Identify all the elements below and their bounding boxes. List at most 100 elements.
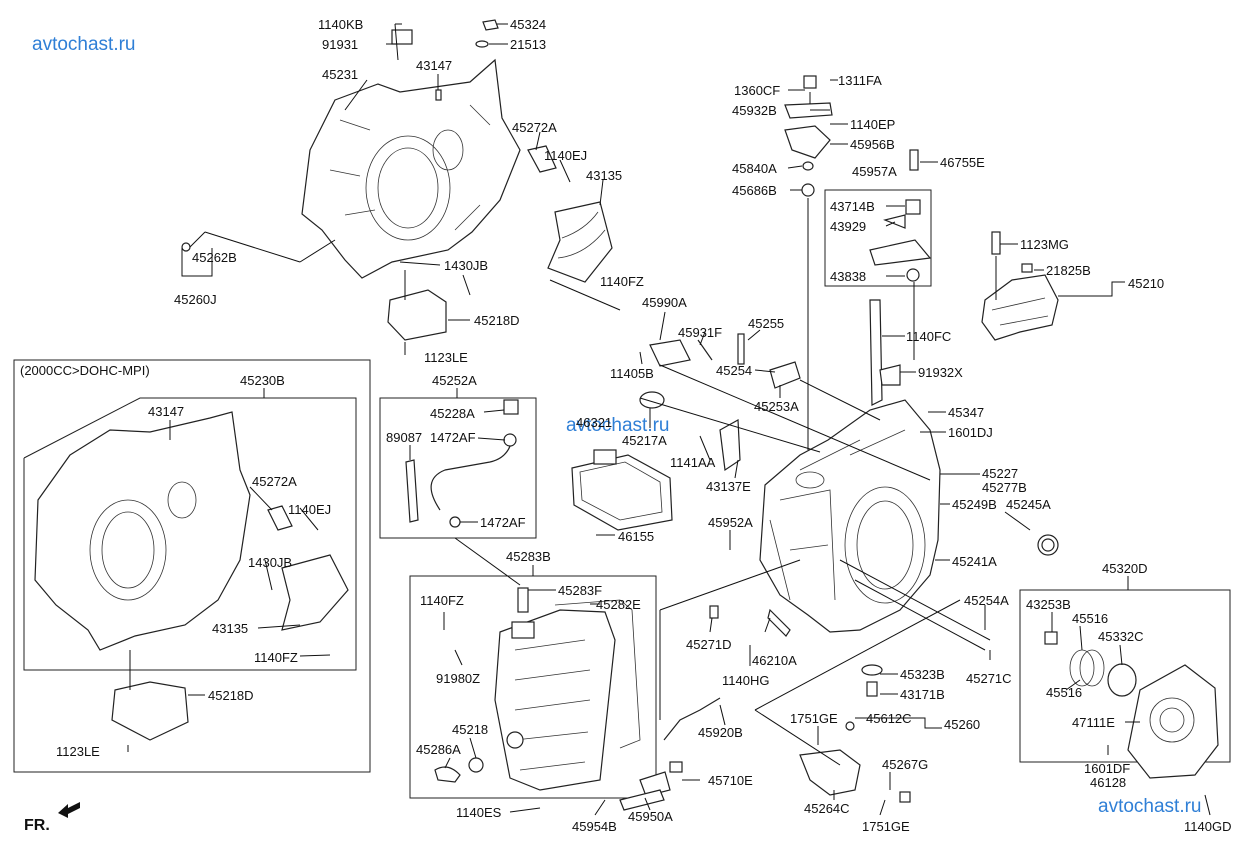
part-label[interactable]: 21513 bbox=[510, 37, 546, 52]
part-label[interactable]: 43135 bbox=[586, 168, 622, 183]
part-label[interactable]: 45255 bbox=[748, 316, 784, 331]
part-label[interactable]: 21825B bbox=[1046, 263, 1091, 278]
part-label[interactable]: 45252A bbox=[432, 373, 477, 388]
part-label[interactable]: 45952A bbox=[708, 515, 753, 530]
part-label[interactable]: 43147 bbox=[148, 404, 184, 419]
part-label[interactable]: 1472AF bbox=[430, 430, 476, 445]
part-label[interactable]: 1751GE bbox=[862, 819, 910, 834]
part-label[interactable]: 45950A bbox=[628, 809, 673, 824]
part-label[interactable]: 1140FZ bbox=[600, 274, 644, 289]
part-label[interactable]: 1430JB bbox=[248, 555, 292, 570]
part-label[interactable]: 43253B bbox=[1026, 597, 1071, 612]
part-label[interactable]: 45227 bbox=[982, 466, 1018, 481]
part-label[interactable]: 46128 bbox=[1090, 775, 1126, 790]
part-label[interactable]: 45283F bbox=[558, 583, 602, 598]
part-label[interactable]: 1751GE bbox=[790, 711, 838, 726]
watermark-center: avtochast.ru bbox=[566, 415, 670, 436]
part-label[interactable]: 45245A bbox=[1006, 497, 1051, 512]
part-label[interactable]: 45686B bbox=[732, 183, 777, 198]
part-label[interactable]: 91932X bbox=[918, 365, 963, 380]
part-label[interactable]: 91980Z bbox=[436, 671, 480, 686]
part-label[interactable]: 43147 bbox=[416, 58, 452, 73]
part-label[interactable]: 45218D bbox=[208, 688, 254, 703]
part-label[interactable]: 45516 bbox=[1046, 685, 1082, 700]
part-label[interactable]: 45920B bbox=[698, 725, 743, 740]
part-label[interactable]: 45249B bbox=[952, 497, 997, 512]
part-label[interactable]: 1123LE bbox=[424, 350, 468, 365]
part-label[interactable]: 1140ES bbox=[456, 805, 502, 820]
part-label[interactable]: 45230B bbox=[240, 373, 285, 388]
part-label[interactable]: 89087 bbox=[386, 430, 422, 445]
part-label[interactable]: 45267G bbox=[882, 757, 928, 772]
part-label[interactable]: 45272A bbox=[252, 474, 297, 489]
part-label[interactable]: 46321 bbox=[576, 415, 612, 430]
part-label[interactable]: 45277B bbox=[982, 480, 1027, 495]
part-label[interactable]: 46210A bbox=[752, 653, 797, 668]
part-label[interactable]: 45286A bbox=[416, 742, 461, 757]
part-label[interactable]: 45271D bbox=[686, 637, 732, 652]
part-label[interactable]: 45332C bbox=[1098, 629, 1144, 644]
part-label[interactable]: 45283B bbox=[506, 549, 551, 564]
part-label[interactable]: 45254 bbox=[716, 363, 752, 378]
part-label[interactable]: 91931 bbox=[322, 37, 358, 52]
part-label[interactable]: 1140HG bbox=[722, 673, 769, 688]
part-label[interactable]: 1140FZ bbox=[254, 650, 298, 665]
part-label[interactable]: 45324 bbox=[510, 17, 546, 32]
part-label[interactable]: 45264C bbox=[804, 801, 850, 816]
part-label[interactable]: 45271C bbox=[966, 671, 1012, 686]
part-label[interactable]: 1430JB bbox=[444, 258, 488, 273]
part-label[interactable]: 45710E bbox=[708, 773, 753, 788]
part-label[interactable]: 43838 bbox=[830, 269, 866, 284]
part-label[interactable]: 45840A bbox=[732, 161, 777, 176]
part-label[interactable]: 45210 bbox=[1128, 276, 1164, 291]
part-label[interactable]: 45282E bbox=[596, 597, 641, 612]
part-label[interactable]: 1601DF bbox=[1084, 761, 1130, 776]
part-label[interactable]: 46755E bbox=[940, 155, 985, 170]
part-label[interactable]: 43714B bbox=[830, 199, 875, 214]
part-label[interactable]: 45931F bbox=[678, 325, 722, 340]
part-label[interactable]: 45260 bbox=[944, 717, 980, 732]
part-label[interactable]: 45260J bbox=[174, 292, 217, 307]
part-label[interactable]: 1311FA bbox=[838, 73, 882, 88]
part-label[interactable]: 45254A bbox=[964, 593, 1009, 608]
part-label[interactable]: 45932B bbox=[732, 103, 777, 118]
part-label[interactable]: 45272A bbox=[512, 120, 557, 135]
part-label[interactable]: 1140FZ bbox=[420, 593, 464, 608]
part-label[interactable]: 43171B bbox=[900, 687, 945, 702]
part-label[interactable]: 45228A bbox=[430, 406, 475, 421]
part-label[interactable]: 45218 bbox=[452, 722, 488, 737]
part-label[interactable]: 1141AA bbox=[670, 455, 716, 470]
part-label[interactable]: 45990A bbox=[642, 295, 687, 310]
part-label[interactable]: 45957A bbox=[852, 164, 897, 179]
part-label[interactable]: 45218D bbox=[474, 313, 520, 328]
part-label[interactable]: 1140EJ bbox=[544, 148, 587, 163]
part-label[interactable]: 1140EJ bbox=[288, 502, 331, 517]
part-label[interactable]: 1140GD bbox=[1184, 819, 1231, 834]
part-label[interactable]: 1140KB bbox=[318, 17, 363, 32]
part-label[interactable]: 46155 bbox=[618, 529, 654, 544]
part-label[interactable]: 1360CF bbox=[734, 83, 780, 98]
part-label[interactable]: 47111E bbox=[1072, 715, 1115, 730]
part-label[interactable]: 1123MG bbox=[1020, 237, 1069, 252]
part-label[interactable]: 45262B bbox=[192, 250, 237, 265]
part-label[interactable]: 45954B bbox=[572, 819, 617, 834]
part-label[interactable]: 43137E bbox=[706, 479, 751, 494]
part-label[interactable]: 45323B bbox=[900, 667, 945, 682]
part-label[interactable]: 45956B bbox=[850, 137, 895, 152]
part-label[interactable]: 43135 bbox=[212, 621, 248, 636]
part-label[interactable]: 1123LE bbox=[56, 744, 100, 759]
part-label[interactable]: 11405B bbox=[610, 366, 654, 381]
part-label[interactable]: 45217A bbox=[622, 433, 667, 448]
part-label[interactable]: 1472AF bbox=[480, 515, 526, 530]
part-label[interactable]: 45516 bbox=[1072, 611, 1108, 626]
part-label[interactable]: 1140FC bbox=[906, 329, 951, 344]
part-label[interactable]: 45231 bbox=[322, 67, 358, 82]
part-label[interactable]: 45241A bbox=[952, 554, 997, 569]
part-label[interactable]: 43929 bbox=[830, 219, 866, 234]
part-label[interactable]: 1140EP bbox=[850, 117, 895, 132]
part-label[interactable]: 45347 bbox=[948, 405, 984, 420]
part-label[interactable]: 1601DJ bbox=[948, 425, 993, 440]
part-label[interactable]: 45612C bbox=[866, 711, 912, 726]
part-label[interactable]: 45320D bbox=[1102, 561, 1148, 576]
part-label[interactable]: 45253A bbox=[754, 399, 799, 414]
